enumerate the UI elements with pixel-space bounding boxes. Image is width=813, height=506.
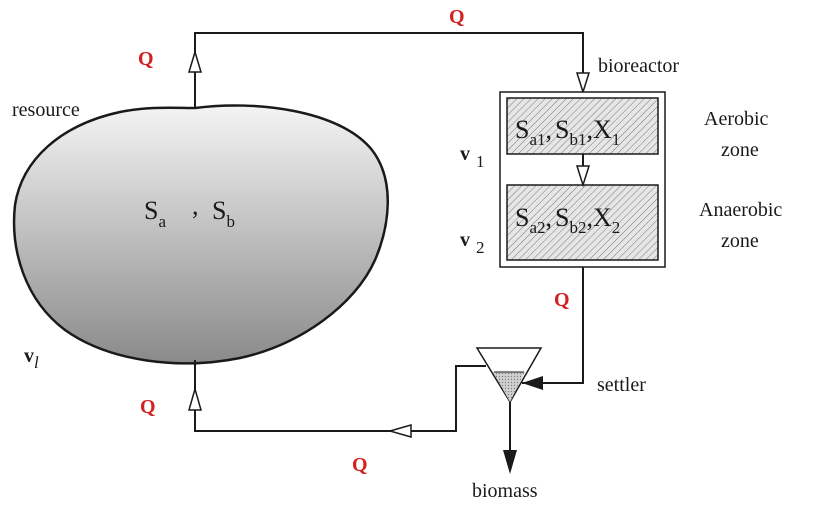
arrow-return-left <box>387 424 412 438</box>
flow-label-up-left: Q <box>138 48 154 70</box>
aerobic-label-2: zone <box>721 139 759 161</box>
anaerobic-label-2: zone <box>721 230 759 252</box>
zone1-sa-main: S <box>515 115 529 144</box>
volume-vl: vl <box>24 345 39 372</box>
resource-sa: Sa <box>144 196 166 231</box>
resource-sb: Sb <box>212 196 235 231</box>
settler-label: settler <box>597 374 646 396</box>
zone2-sb-main: S <box>555 203 569 232</box>
zone2-x-sub: 2 <box>612 218 621 237</box>
zone2-concentrations: Sa2,Sb2,X2 <box>515 203 620 237</box>
resource-separator: , <box>192 191 199 220</box>
zone1-x-sub: 1 <box>612 130 621 149</box>
zone2-comma-2: , <box>586 203 593 232</box>
arrow-down-into-reactor <box>575 72 591 95</box>
flow-label-reactor-out: Q <box>554 289 570 311</box>
aerobic-label-1: Aerobic <box>704 108 769 130</box>
resource-sa-sub: a <box>158 212 166 231</box>
arrow-into-settler <box>522 376 543 390</box>
flow-label-top: Q <box>449 6 465 28</box>
resource-sa-main: S <box>144 196 158 225</box>
volume-vl-main: v <box>24 345 34 367</box>
flow-label-return-up: Q <box>140 396 156 418</box>
resource-sb-main: S <box>212 196 226 225</box>
settler-sludge <box>493 372 525 402</box>
flow-label-return-bottom: Q <box>352 454 368 476</box>
volume-v2-main: v <box>460 229 470 251</box>
flow-line-return <box>194 360 486 432</box>
zone1-comma-1: , <box>546 115 553 144</box>
zone1-sa-sub: a1 <box>529 130 545 149</box>
zone2-sa-sub: a2 <box>529 218 545 237</box>
anaerobic-label-1: Anaerobic <box>699 199 782 221</box>
arrow-up-top-left <box>187 49 203 73</box>
zone1-comma-2: , <box>586 115 593 144</box>
zone2-comma-1: , <box>546 203 553 232</box>
bioreactor-label: bioreactor <box>598 55 679 77</box>
volume-vl-sub: l <box>34 353 39 372</box>
zone1-concentrations: Sa1,Sb1,X1 <box>515 115 620 149</box>
zone2-sa-main: S <box>515 203 529 232</box>
volume-v1-sub: 1 <box>476 152 485 171</box>
arrow-up-bottom-left <box>188 386 202 411</box>
arrow-biomass <box>503 450 517 474</box>
zone2-x-main: X <box>593 203 612 232</box>
zone1-x-main: X <box>593 115 612 144</box>
zone1-sb-main: S <box>555 115 569 144</box>
volume-v1-main: v <box>460 143 470 165</box>
inter-zone-arrow <box>575 165 591 188</box>
resource-blob <box>12 104 389 365</box>
resource-sb-sub: b <box>226 212 235 231</box>
zone2-sb-sub: b2 <box>569 218 586 237</box>
volume-v2-sub: 2 <box>476 238 485 257</box>
zone1-sb-sub: b1 <box>569 130 586 149</box>
biomass-label: biomass <box>472 480 538 502</box>
resource-label: resource <box>12 99 80 121</box>
